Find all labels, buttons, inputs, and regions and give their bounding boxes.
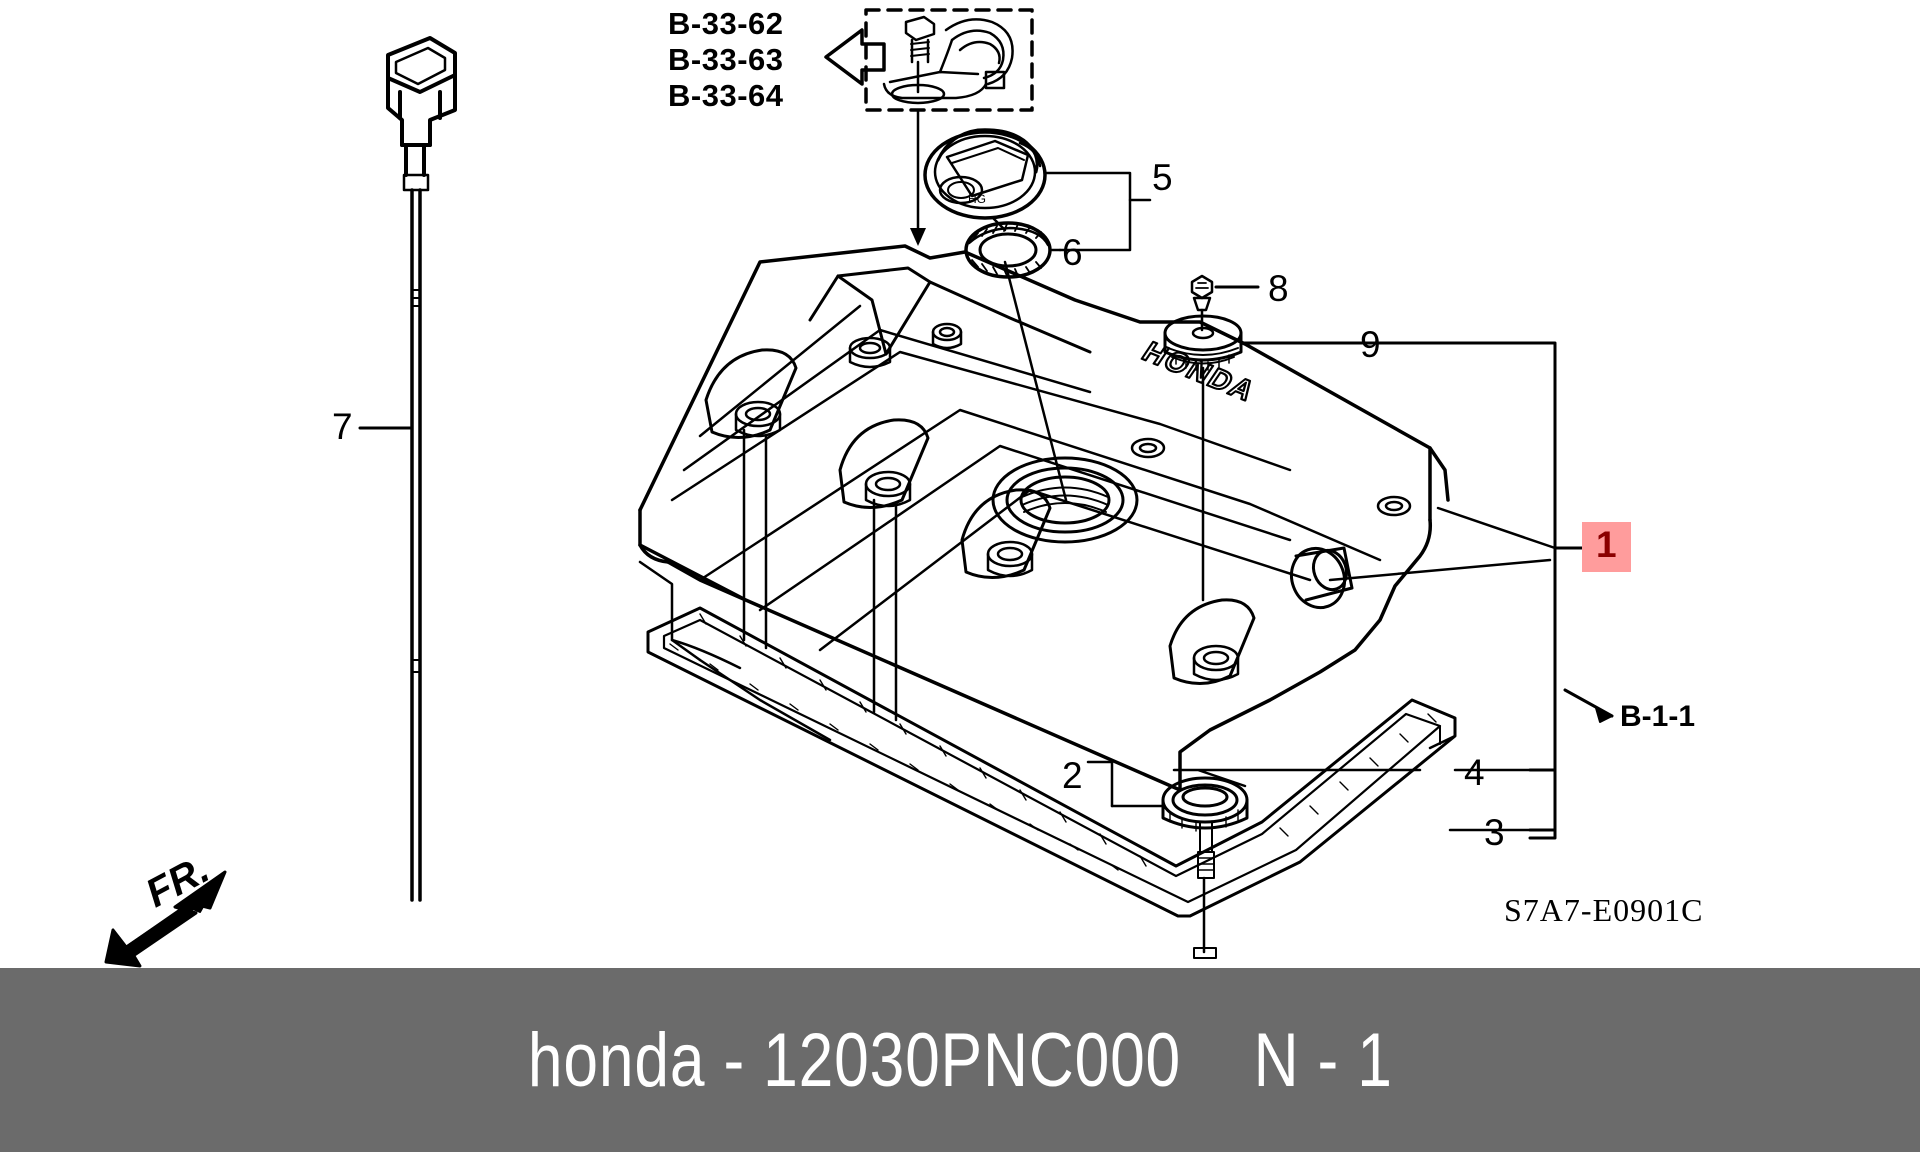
diagram-canvas: HG xyxy=(104,6,1704,968)
xref-arrow-left xyxy=(824,28,886,86)
callout-7[interactable]: 7 xyxy=(332,406,353,447)
xref-b-33-64[interactable]: B-33-64 xyxy=(668,78,784,113)
xref-arrow-b11 xyxy=(1563,688,1614,723)
callout-1-highlighted[interactable]: 1 xyxy=(1582,522,1631,572)
callout-3[interactable]: 3 xyxy=(1484,812,1505,853)
xref-b-33-63[interactable]: B-33-63 xyxy=(668,42,784,77)
xref-b-33-62[interactable]: B-33-62 xyxy=(668,6,784,41)
cover-ribs xyxy=(670,304,1382,652)
gasket-seal-washer-2 xyxy=(1110,776,1249,959)
oil-filler-hole xyxy=(991,456,1139,544)
bracket-2 xyxy=(1086,760,1114,808)
oil-dipstick xyxy=(386,36,457,902)
leader-line-4 xyxy=(1172,768,1422,788)
valve-cover-illustration: HG xyxy=(104,8,1614,968)
oil-filler-cap: HG xyxy=(923,128,1047,220)
cover-grommet-9 xyxy=(1163,314,1243,602)
cylinder-head-cover-gasket xyxy=(646,606,1457,918)
breather-port xyxy=(1290,546,1354,610)
callout-2[interactable]: 2 xyxy=(1062,755,1083,796)
footer-bar: honda - 12030PNC000 N - 1 xyxy=(0,968,1920,1152)
leader-cover-to-bracket xyxy=(1328,558,1552,582)
sealing-bolt-8 xyxy=(1190,274,1214,332)
callout-9[interactable]: 9 xyxy=(1360,324,1381,365)
svg-text:HONDA: HONDA xyxy=(1136,336,1262,407)
callout-6[interactable]: 6 xyxy=(1062,232,1083,273)
callout-5[interactable]: 5 xyxy=(1152,157,1173,198)
svg-text:HG: HG xyxy=(968,192,986,206)
rear-bolt-bosses xyxy=(848,322,1412,517)
harness-clamp-detail xyxy=(864,8,1034,246)
cover-rear-platform xyxy=(808,266,1092,356)
callout-4[interactable]: 4 xyxy=(1464,752,1485,793)
callout-8[interactable]: 8 xyxy=(1268,268,1289,309)
spark-plug-tube-bosses xyxy=(704,348,1256,685)
filler-cap-oring xyxy=(964,221,1068,502)
bracket-5-6 xyxy=(1045,171,1152,252)
footer-part-number: honda - 12030PNC000 N - 1 xyxy=(527,1017,1393,1103)
diagram-code: S7A7-E0901C xyxy=(1504,892,1704,928)
front-direction-arrow xyxy=(104,870,227,968)
bolt-collars xyxy=(734,400,1240,722)
cover-front-skirt xyxy=(638,560,832,742)
xref-b-1-1[interactable]: B-1-1 xyxy=(1620,700,1696,733)
